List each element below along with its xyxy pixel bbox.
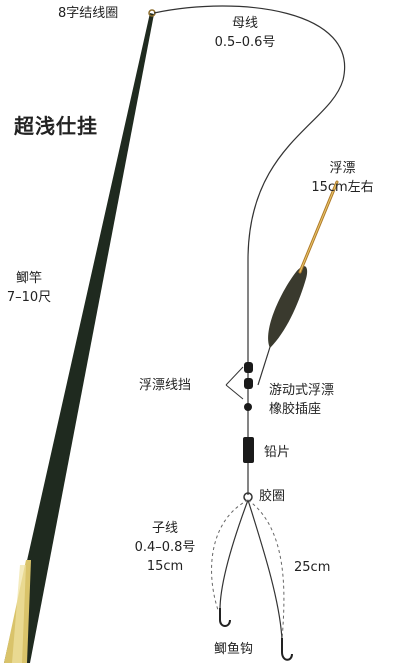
- leader-guide-left: [211, 499, 249, 611]
- label-float-name: 浮漂: [329, 161, 356, 176]
- label-float-stoppers: 浮漂线挡: [139, 378, 192, 393]
- leader-right: [247, 499, 283, 641]
- rod-blank: [4, 13, 154, 663]
- main-line: [153, 5, 346, 495]
- sinker: [243, 437, 254, 463]
- label-leader: 子线 0.4–0.8号 15cm: [120, 519, 210, 576]
- label-float: 浮漂 15cm左右: [300, 159, 385, 197]
- label-sliding-float-seat: 游动式浮漂 橡胶插座: [269, 381, 334, 419]
- leader-left: [219, 499, 249, 611]
- label-rubber-ring: 胶圈: [259, 489, 286, 504]
- label-leader-spacing: 25cm: [294, 560, 331, 575]
- label-leader-size: 0.4–0.8号: [134, 540, 196, 555]
- float-seat-bead: [244, 403, 252, 411]
- stopper-pointer-upper: [225, 366, 244, 386]
- label-hook: 鲫鱼钩: [214, 642, 254, 657]
- label-sliding-float: 游动式浮漂: [269, 383, 335, 398]
- float-stopper-middle: [244, 378, 253, 389]
- float-tail-line: [257, 346, 271, 386]
- fishing-rod: [4, 9, 156, 663]
- float: [257, 180, 339, 386]
- label-leader-length: 15cm: [146, 559, 184, 574]
- label-figure8-knot: 8字结线圈: [58, 6, 119, 21]
- label-main-line-name: 母线: [231, 16, 258, 31]
- float-antenna-highlight: [299, 181, 338, 273]
- label-rod: 鲫竿 7–10尺: [6, 269, 52, 307]
- label-sinker: 铅片: [264, 445, 291, 460]
- label-leader-name: 子线: [151, 521, 178, 536]
- label-rod-length: 7–10尺: [6, 290, 52, 305]
- hook-left-icon: [219, 608, 231, 627]
- label-float-length: 15cm左右: [311, 180, 374, 195]
- float-body: [268, 266, 308, 348]
- label-rubber-seat: 橡胶插座: [269, 402, 322, 417]
- hook-right-icon: [281, 638, 293, 661]
- leader-guide-right: [247, 499, 285, 641]
- label-main-line-size: 0.5–0.6号: [214, 35, 276, 50]
- label-main-line: 母线 0.5–0.6号: [200, 14, 290, 52]
- float-stopper-top: [244, 362, 253, 373]
- label-rod-name: 鲫竿: [15, 271, 42, 286]
- rod-handle-highlight: [12, 565, 26, 663]
- stopper-pointer-lower: [225, 384, 244, 400]
- diagram-title: 超浅仕挂: [14, 114, 98, 138]
